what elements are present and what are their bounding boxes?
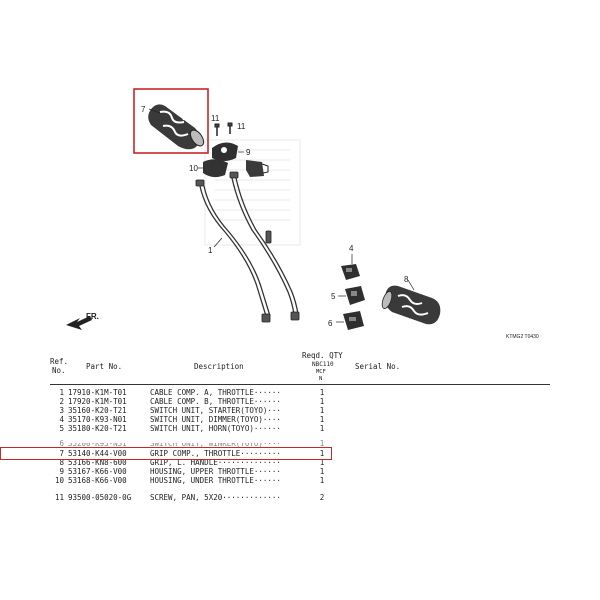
- callout-7: 7: [141, 105, 146, 114]
- header-serial-no: Serial No.: [355, 362, 401, 371]
- switch-dimmer-part: [341, 264, 360, 280]
- table-row: 1 17910-K1M-T01 CABLE COMP. A, THROTTLE·…: [59, 388, 325, 397]
- header-description: Description: [194, 362, 244, 371]
- screw-part-left: [214, 123, 220, 136]
- callout-11-left: 11: [211, 114, 220, 123]
- housing-under-part: [203, 159, 228, 178]
- header-n: N: [319, 376, 323, 382]
- highlight-box-part-7: [133, 88, 209, 154]
- header-no: No.: [52, 366, 66, 375]
- table-header: Ref. No. Part No. Description Reqd. QTY …: [50, 352, 550, 386]
- switch-starter-part: [246, 160, 269, 177]
- leader-line-7: [148, 108, 161, 114]
- header-rule: [50, 384, 550, 385]
- throttle-cables: [199, 177, 299, 317]
- callout-9: 9: [246, 148, 251, 157]
- callout-10: 10: [189, 164, 198, 173]
- callout-8: 8: [404, 275, 409, 284]
- diagram-code: KTMG2 T0430: [506, 334, 539, 340]
- grip-left-handle-part: [381, 285, 441, 325]
- table-row: 8 53166-KN8-600 GRIP, L. HANDLE·········…: [59, 458, 325, 467]
- table-row: 10 53168-K66-V00 HOUSING, UNDER THROTTLE…: [54, 476, 325, 485]
- table-row: 5 35180-K20-T21 SWITCH UNIT, HORN(TOYO)·…: [59, 424, 325, 433]
- header-part-no: Part No.: [86, 362, 123, 371]
- header-variant: MCF: [316, 369, 326, 375]
- header-model: NBC110: [312, 361, 334, 368]
- table-row: 2 17920-K1M-T01 CABLE COMP. B, THROTTLE·…: [59, 397, 325, 406]
- screw-part-right: [227, 122, 233, 134]
- table-row: 11 93500-05020-0G SCREW, PAN, 5X20······…: [54, 493, 325, 502]
- callout-5: 5: [331, 292, 336, 301]
- cable-fittings: [195, 171, 300, 323]
- callout-11-right: 11: [237, 122, 246, 131]
- switch-winker-part: [343, 311, 364, 330]
- table-row: 6 35200-K93-N31 SWITCH UNIT, WINKER(TOYO…: [59, 439, 325, 448]
- callout-6: 6: [328, 319, 333, 328]
- header-reqd-qty: Reqd. QTY: [302, 351, 343, 360]
- highlight-box-row-7: [0, 447, 332, 460]
- table-row-highlighted: 7 53140-K44-V00 GRIP COMP., THROTTLE····…: [59, 449, 325, 458]
- callout-4: 4: [349, 244, 354, 253]
- table-row: 4 35170-K93-N01 SWITCH UNIT, DIMMER(TOYO…: [59, 415, 325, 424]
- front-direction-arrow: [66, 316, 92, 330]
- grip-throttle-part: [148, 104, 205, 150]
- front-direction-label: FR.: [86, 312, 99, 321]
- header-ref: Ref.: [50, 357, 69, 366]
- housing-upper-part: [212, 142, 238, 161]
- callout-1: 1: [208, 246, 213, 255]
- table-row: 9 53167-K66-V00 HOUSING, UPPER THROTTLE·…: [59, 467, 325, 476]
- parts-diagram: 7 11 11 9 10 1: [66, 88, 539, 340]
- table-row: 3 35160-K20-T21 SWITCH UNIT, STARTER(TOY…: [59, 406, 325, 415]
- switch-horn-part: [345, 286, 365, 305]
